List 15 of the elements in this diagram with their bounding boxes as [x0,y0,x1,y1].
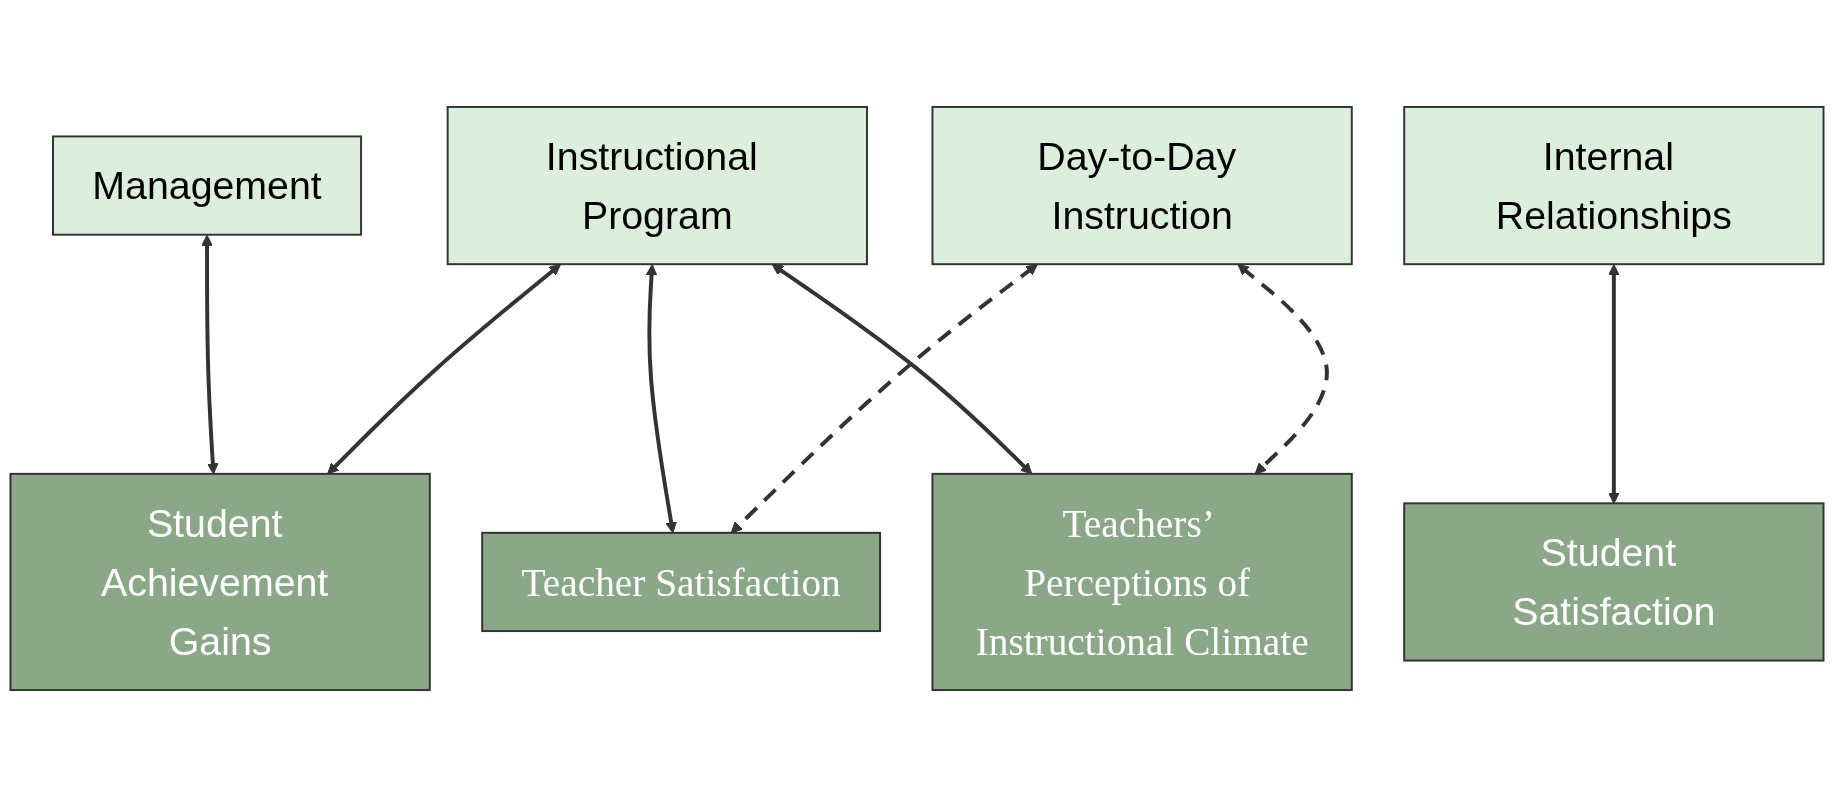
node-box: Internal Relationships [1403,105,1825,266]
arrow [1608,264,1620,504]
arrow [645,264,677,534]
node-box: Teacher Satisfaction [481,531,882,633]
node-box: Teachers’ Perceptions of Instructional Climate [931,472,1353,692]
node-box: Student Satisfaction [1403,502,1825,662]
arrow [730,264,1038,534]
arrow [1237,264,1329,475]
node-box: Management [52,135,363,236]
arrow [327,264,561,475]
node-box: Day-to-Day Instruction [931,105,1353,266]
node-box: Student Achievement Gains [9,472,431,692]
arrow [771,263,1033,475]
node-box: Instructional Program [446,105,868,266]
arrow [201,234,219,475]
